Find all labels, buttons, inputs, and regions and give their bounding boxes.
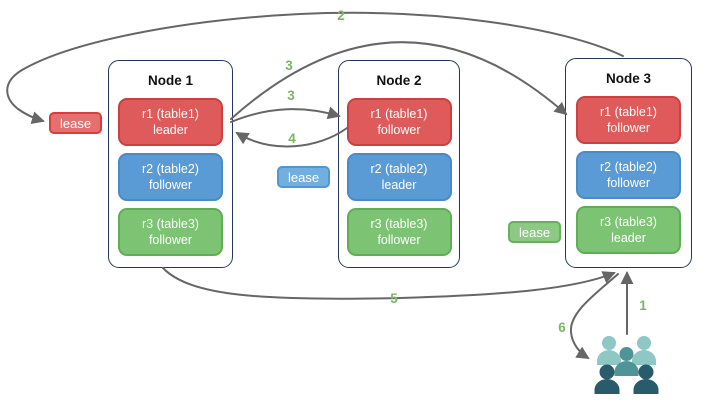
step-label-3a: 3: [285, 58, 293, 73]
replica-role: follower: [148, 178, 193, 192]
replica-name: r3 (table3): [600, 214, 657, 229]
replica-role: follower: [377, 123, 421, 137]
replica-role: follower: [606, 176, 651, 190]
lease-badge-red: lease: [49, 112, 103, 134]
node-3: Node 3 r1 (table1) follower r2 (table2) …: [565, 58, 692, 268]
replica-name: r2 (table2): [142, 161, 199, 176]
replica-role: follower: [148, 233, 193, 247]
node-1-replica-r3: r3 (table3) follower: [118, 208, 223, 256]
replica-role: follower: [377, 233, 421, 247]
step-label-2: 2: [337, 8, 345, 23]
node-2: Node 2 r1 (table1) follower r2 (table2) …: [338, 60, 460, 268]
replica-name: r1 (table1): [370, 106, 428, 121]
lease-badge-blue: lease: [277, 166, 331, 188]
step-label-1: 1: [639, 298, 647, 313]
node-1-replica-r2: r2 (table2) follower: [118, 153, 223, 201]
replica-name: r3 (table3): [370, 216, 428, 231]
step-label-4: 4: [288, 131, 296, 146]
users-icon: [594, 336, 659, 394]
replica-role: leader: [381, 178, 417, 192]
node-1: Node 1 r1 (table1) leader r2 (table2) fo…: [108, 60, 233, 268]
replica-role: leader: [153, 123, 188, 137]
replica-name: r1 (table1): [142, 106, 199, 121]
step-label-3b: 3: [287, 88, 295, 103]
node-2-replica-r2: r2 (table2) leader: [346, 153, 452, 201]
node-3-replica-r2: r2 (table2) follower: [576, 151, 681, 199]
node-2-replica-r1: r1 (table1) follower: [346, 98, 452, 146]
replica-name: r2 (table2): [370, 161, 428, 176]
node-3-title: Node 3: [605, 71, 651, 86]
node-3-replica-r3: r3 (table3) leader: [576, 206, 681, 254]
replica-name: r2 (table2): [600, 159, 657, 174]
replica-name: r3 (table3): [142, 216, 199, 231]
arrow-2-node3-to-lease: [6, 11, 624, 125]
arrow-3-node1-to-node2: [230, 106, 341, 123]
step-label-5: 5: [390, 291, 398, 306]
lease-badge-green: lease: [508, 221, 562, 243]
node-3-replicas: r1 (table1) follower r2 (table2) followe…: [566, 96, 691, 254]
replica-role: leader: [611, 231, 646, 245]
node-1-replicas: r1 (table1) leader r2 (table2) follower …: [109, 98, 232, 256]
node-3-replica-r1: r1 (table1) follower: [576, 96, 681, 144]
step-label-6: 6: [558, 320, 566, 335]
node-2-replica-r3: r3 (table3) follower: [346, 208, 452, 256]
node-2-replicas: r1 (table1) follower r2 (table2) leader …: [339, 98, 459, 256]
node-1-replica-r1: r1 (table1) leader: [118, 98, 223, 146]
replica-role: follower: [606, 121, 651, 135]
replica-name: r1 (table1): [600, 104, 657, 119]
node-1-title: Node 1: [147, 73, 193, 88]
node-2-title: Node 2: [376, 73, 422, 88]
